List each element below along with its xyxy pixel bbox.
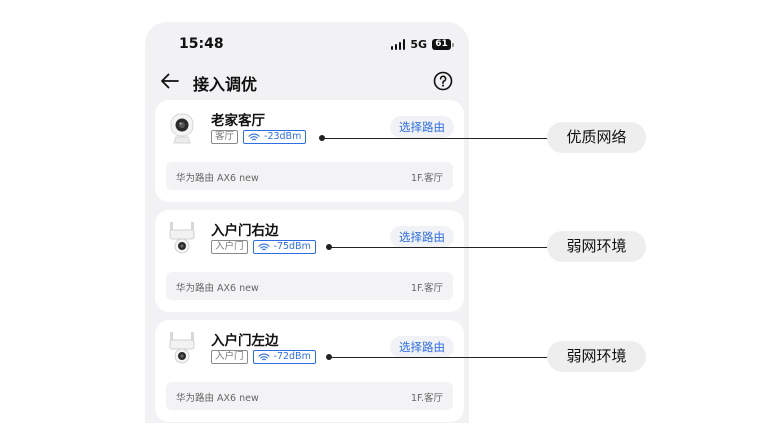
wifi-icon [257, 243, 270, 250]
dome-camera-icon [167, 110, 197, 150]
device-name: 入户门右边 [211, 223, 279, 239]
arrow-left-icon[interactable] [159, 70, 181, 92]
wifi-icon [257, 353, 270, 360]
callout-line [322, 138, 548, 139]
callout-line [329, 247, 548, 248]
router-name: 华为路由 AX6 new [176, 283, 259, 294]
status-time: 15:48 [179, 36, 224, 52]
room-tag: 入户门 [211, 240, 248, 254]
wifi-icon [248, 133, 260, 140]
signal-strength-badge: -72dBm [252, 350, 316, 364]
status-bar: 15:48 5G 61 [145, 22, 469, 66]
router-location: 1F.客厅 [410, 393, 443, 404]
network-type: 5G [410, 38, 427, 51]
callout-label: 优质网络 [547, 122, 646, 153]
signal-value: -75dBm [273, 241, 311, 252]
room-tag: 入户门 [211, 350, 248, 364]
device-tags: 入户门 -75dBm [211, 240, 316, 254]
signal-strength-badge: -75dBm [252, 240, 316, 254]
device-tags: 客厅 -23dBm [211, 130, 307, 144]
select-router-button[interactable]: 选择路由 [390, 116, 454, 138]
device-card[interactable]: 入户门左边 入户门 -72dBm 选择路由 华为路由 AX6 new 1F.客厅 [155, 320, 464, 422]
router-location: 1F.客厅 [410, 283, 443, 294]
device-tags: 入户门 -72dBm [211, 350, 316, 364]
outdoor-camera-icon [167, 330, 197, 370]
device-card[interactable]: 入户门右边 入户门 -75dBm 选择路由 华为路由 AX6 new 1F.客厅 [155, 210, 464, 312]
device-name: 老家客厅 [211, 113, 265, 129]
signal-strength-badge: -23dBm [243, 130, 307, 144]
router-name: 华为路由 AX6 new [176, 173, 259, 184]
callout-label: 弱网环境 [547, 231, 646, 262]
router-row[interactable]: 华为路由 AX6 new 1F.客厅 [166, 162, 453, 190]
router-row[interactable]: 华为路由 AX6 new 1F.客厅 [166, 272, 453, 300]
select-router-button[interactable]: 选择路由 [390, 336, 454, 358]
router-name: 华为路由 AX6 new [176, 393, 259, 404]
outdoor-camera-icon [167, 220, 197, 260]
callout-line [329, 357, 548, 358]
cellular-signal-icon [390, 39, 406, 50]
signal-value: -72dBm [273, 351, 311, 362]
callout-label: 弱网环境 [547, 341, 646, 372]
router-location: 1F.客厅 [410, 173, 443, 184]
question-circle-icon[interactable] [433, 71, 453, 91]
page-title: 接入调优 [193, 75, 258, 94]
status-icons: 5G 61 [390, 38, 454, 51]
room-tag: 客厅 [211, 130, 239, 144]
title-bar: 接入调优 [145, 70, 469, 94]
signal-value: -23dBm [264, 131, 302, 142]
router-row[interactable]: 华为路由 AX6 new 1F.客厅 [166, 382, 453, 410]
battery-icon: 61 [432, 39, 454, 50]
device-card[interactable]: 老家客厅 客厅 -23dBm 选择路由 华为路由 AX6 new 1F.客厅 [155, 100, 464, 202]
select-router-button[interactable]: 选择路由 [390, 226, 454, 248]
device-name: 入户门左边 [211, 333, 279, 349]
phone-screen: 15:48 5G 61 接入调优 老家客厅 [145, 22, 469, 423]
